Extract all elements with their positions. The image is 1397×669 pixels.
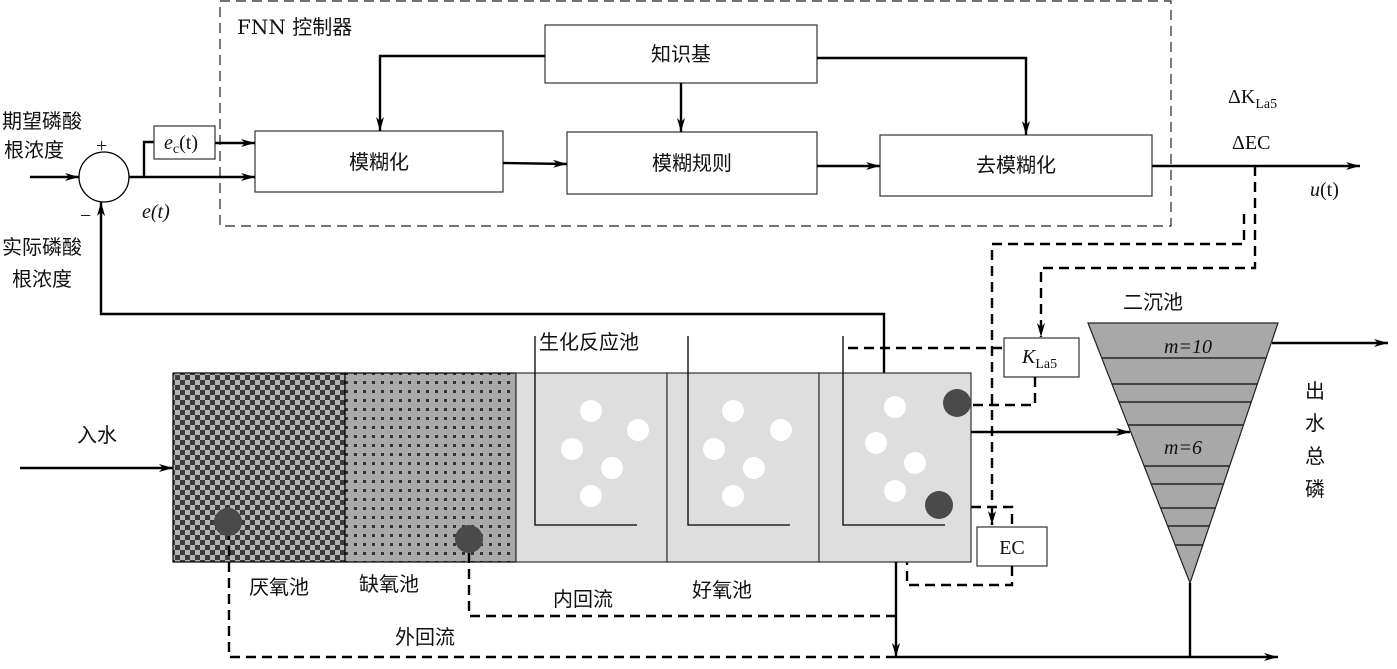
actual-label-line1: 实际磷酸 bbox=[2, 235, 82, 259]
effluent-char-3: 总 bbox=[1305, 444, 1325, 468]
effluent-char-2: 水 bbox=[1305, 411, 1325, 435]
kla-control-line bbox=[1037, 166, 1257, 337]
external-recycle-label: 外回流 bbox=[395, 625, 455, 649]
bubble bbox=[904, 452, 926, 474]
bubble bbox=[561, 438, 583, 460]
ec-control-line bbox=[988, 214, 1246, 525]
defuzzification-block[interactable] bbox=[879, 134, 1153, 197]
aerobic-tank-2[interactable] bbox=[666, 372, 820, 563]
delta-ec-label: ΔEC bbox=[1232, 132, 1270, 154]
controller-title: FNN 控制器 bbox=[237, 15, 352, 39]
controller-boundary bbox=[219, 0, 1172, 227]
minus-sign: − bbox=[80, 205, 91, 227]
effluent-char-4: 磷 bbox=[1305, 477, 1325, 501]
ec-sensor-line bbox=[955, 505, 1014, 527]
kla-text: KLa5 bbox=[1021, 346, 1057, 372]
sensor-do[interactable] bbox=[943, 389, 971, 417]
fuzzification-label: 模糊化 bbox=[349, 150, 409, 174]
kb-to-fuzzification-arrow bbox=[376, 54, 545, 131]
kla-sensor-line bbox=[973, 377, 1037, 407]
bubble bbox=[601, 457, 623, 479]
bubble bbox=[884, 396, 906, 418]
secondary-clarifier: 二沉池 m=10 m=6 出 水 总 磷 bbox=[1087, 290, 1388, 657]
bubble bbox=[743, 457, 765, 479]
layer-top-label: m=10 bbox=[1164, 336, 1212, 358]
bubble bbox=[770, 419, 792, 441]
anoxic-tank[interactable] bbox=[344, 372, 517, 563]
anoxic-label: 缺氧池 bbox=[359, 572, 419, 596]
bubble bbox=[627, 419, 649, 441]
error-change-text: ec(t) bbox=[164, 132, 198, 157]
delta-kla-label: ΔKLa5 bbox=[1228, 86, 1277, 112]
bubble bbox=[865, 432, 887, 454]
sensor-ec[interactable] bbox=[925, 491, 953, 519]
layer-feed-label: m=6 bbox=[1164, 437, 1202, 459]
ec-text: EC bbox=[999, 537, 1025, 559]
bioreactor: 生化反应池 bbox=[20, 330, 1278, 661]
aeration-bubbles bbox=[561, 396, 926, 507]
kb-to-defuzzification-arrow bbox=[817, 56, 1030, 135]
sensor-anaerobic[interactable] bbox=[214, 508, 242, 536]
fuzzy-rules-label: 模糊规则 bbox=[652, 151, 732, 175]
kla-block[interactable] bbox=[1003, 337, 1080, 378]
influent-label: 入水 bbox=[77, 423, 117, 447]
fuzzification-to-rules-arrow bbox=[502, 159, 568, 168]
desired-label-line1: 期望磷酸 bbox=[2, 109, 82, 133]
baffle-2 bbox=[687, 336, 790, 526]
clarifier-layers bbox=[1101, 357, 1267, 546]
bubble bbox=[722, 485, 744, 507]
anaerobic-label: 厌氧池 bbox=[249, 575, 309, 599]
desired-label-line2: 根浓度 bbox=[4, 138, 64, 162]
bubble bbox=[722, 400, 744, 422]
baffle-1 bbox=[534, 336, 637, 526]
anaerobic-tank[interactable] bbox=[172, 372, 346, 563]
bubble bbox=[703, 438, 725, 460]
bubble bbox=[580, 400, 602, 422]
plus-sign: + bbox=[96, 135, 107, 157]
aerobic-label: 好氧池 bbox=[692, 578, 752, 602]
bubble bbox=[580, 485, 602, 507]
bubble bbox=[884, 480, 906, 502]
internal-recycle-line bbox=[467, 553, 896, 618]
clarifier-label: 二沉池 bbox=[1123, 290, 1183, 314]
effluent-char-1: 出 bbox=[1305, 379, 1325, 403]
output-section: ΔKLa5 ΔEC u(t) bbox=[988, 86, 1360, 525]
internal-recycle-label: 内回流 bbox=[553, 587, 613, 611]
clarifier-body[interactable] bbox=[1087, 322, 1279, 585]
sensor-anoxic[interactable] bbox=[455, 525, 483, 553]
input-section: 期望磷酸 根浓度 + − 实际磷酸 根浓度 e(t) ec(t) bbox=[2, 109, 886, 440]
reactor-title: 生化反应池 bbox=[539, 330, 639, 354]
summing-junction[interactable] bbox=[78, 151, 130, 203]
actual-label-line2: 根浓度 bbox=[12, 267, 72, 291]
error-change-block[interactable] bbox=[153, 125, 216, 160]
defuzzification-label: 去模糊化 bbox=[976, 153, 1056, 177]
knowledge-base-block[interactable] bbox=[544, 24, 818, 84]
ec-block[interactable] bbox=[976, 526, 1048, 567]
knowledge-base-label: 知识基 bbox=[651, 42, 711, 66]
error-branch-line bbox=[142, 140, 154, 177]
sensors bbox=[214, 389, 971, 553]
u-label: u(t) bbox=[1310, 179, 1339, 201]
fnn-controller: FNN 控制器 知识基 模糊化 模糊规则 去模糊化 bbox=[219, 0, 1172, 227]
fuzzification-block[interactable] bbox=[254, 130, 504, 193]
error-label: e(t) bbox=[142, 201, 170, 223]
baffle-3 bbox=[842, 336, 945, 526]
actuators: KLa5 EC bbox=[848, 337, 1080, 587]
